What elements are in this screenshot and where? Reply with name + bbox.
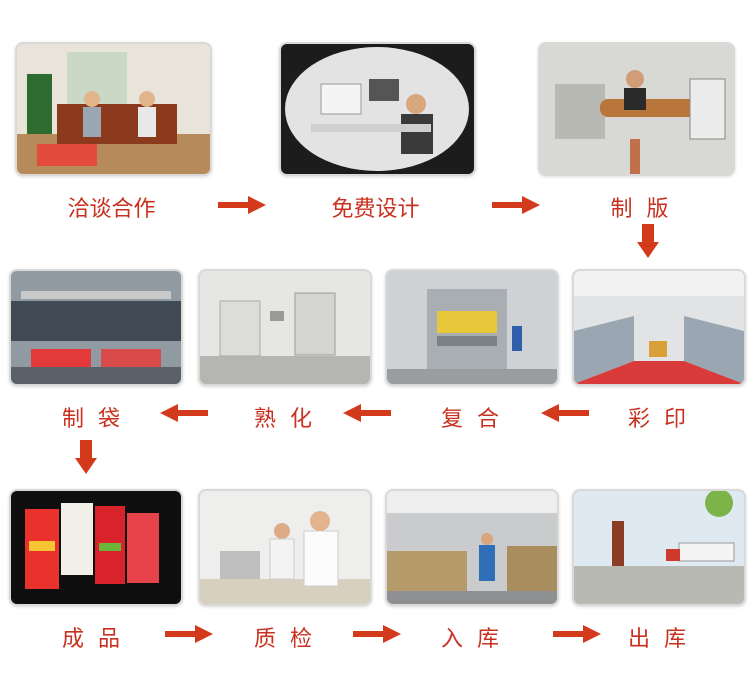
- step-label-color-printing: 彩 印: [628, 407, 686, 432]
- step-label-curing: 熟 化: [254, 407, 312, 432]
- step-label-free-design: 免费设计: [331, 197, 420, 222]
- color-printing-photo: [572, 269, 746, 386]
- warehouse-photo: [385, 489, 559, 606]
- step-label-shipping: 出 库: [628, 627, 686, 652]
- step-label-laminating: 复 合: [441, 407, 499, 432]
- step-label-quality-inspection: 质 检: [254, 627, 312, 652]
- step-label-negotiation: 洽谈合作: [67, 197, 156, 222]
- step-label-warehousing: 入 库: [441, 627, 499, 652]
- left-arrow-icon: [343, 404, 391, 422]
- right-arrow-icon: [553, 625, 601, 643]
- left-arrow-icon: [160, 404, 208, 422]
- down-arrow-icon: [637, 224, 659, 258]
- shipping-photo: [572, 489, 746, 606]
- right-arrow-icon: [353, 625, 401, 643]
- design-office-photo: [279, 42, 476, 176]
- left-arrow-icon: [541, 404, 589, 422]
- laminating-photo: [385, 269, 559, 386]
- bag-making-photo: [9, 269, 183, 386]
- plate-making-photo: [538, 42, 735, 176]
- down-arrow-icon: [75, 440, 97, 474]
- quality-inspection-photo: [198, 489, 372, 606]
- step-label-bag-making: 制 袋: [62, 407, 120, 432]
- finished-products-photo: [9, 489, 183, 606]
- meeting-photo: [15, 42, 212, 176]
- curing-room-photo: [198, 269, 372, 386]
- right-arrow-icon: [492, 196, 540, 214]
- right-arrow-icon: [165, 625, 213, 643]
- right-arrow-icon: [218, 196, 266, 214]
- step-label-plate-making: 制 版: [610, 197, 669, 222]
- step-label-finished-products: 成 品: [62, 627, 120, 652]
